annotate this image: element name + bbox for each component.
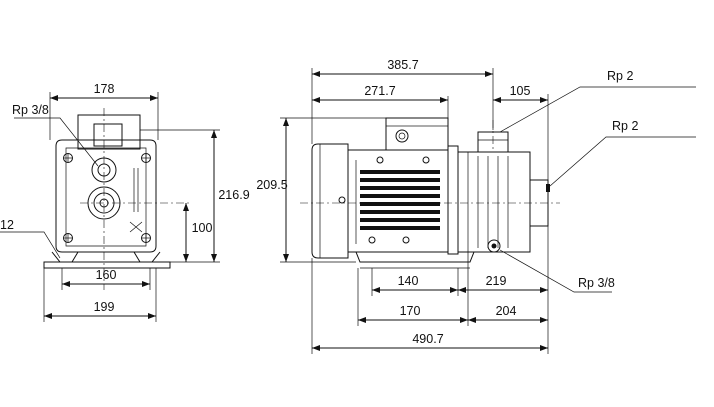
side-terminal-box [77, 114, 141, 150]
dim-label-271-7: 271.7 [364, 84, 395, 98]
dim-label-209-5: 209.5 [256, 178, 287, 192]
front-motor-body [347, 149, 449, 253]
front-outlet-connection-label: Rp 2 [607, 69, 633, 83]
dim-label-199: 199 [94, 300, 115, 314]
front-body-bolts [338, 156, 430, 244]
dim-label-170: 170 [400, 304, 421, 318]
dim-label-100: 100 [192, 221, 213, 235]
side-view [43, 108, 190, 290]
side-foot-left [51, 251, 79, 263]
side-corner-bolts [63, 153, 151, 243]
dim-label-216-9: 216.9 [218, 188, 249, 202]
side-base-plate [43, 261, 171, 269]
side-motor-housing [55, 139, 157, 253]
dim-label-490-7: 490.7 [412, 332, 443, 346]
dim-label-160: 160 [96, 268, 117, 282]
side-brand-mark [129, 168, 143, 233]
side-foot-right [133, 251, 161, 263]
front-view [300, 117, 560, 269]
front-drain-plug [487, 239, 501, 253]
front-drain-connection-label: Rp 3/8 [578, 276, 615, 290]
front-motor-flange [447, 145, 459, 255]
front-inlet-connection-label: Rp 2 [612, 119, 638, 133]
side-motor-face [65, 147, 147, 247]
front-base-foot [355, 251, 475, 263]
dim-label-178: 178 [94, 82, 115, 96]
leader-drain [499, 249, 612, 293]
dim-label-219: 219 [486, 274, 507, 288]
dim-label-105: 105 [510, 84, 531, 98]
dim-label-204: 204 [496, 304, 517, 318]
leader-inlet [549, 136, 696, 187]
side-drain-connection-label: Rp 3/8 [12, 103, 49, 117]
front-dimensions [280, 68, 696, 354]
dim-label-385-7: 385.7 [387, 58, 418, 72]
front-terminal-box [385, 117, 449, 151]
leader-outlet [499, 86, 696, 133]
front-cooling-fins [360, 170, 440, 230]
front-pump-housing [457, 151, 531, 253]
side-terminal-cover [93, 123, 123, 147]
front-cable-gland [395, 129, 409, 143]
side-dimensions [0, 92, 220, 322]
dim-label-140: 140 [398, 274, 419, 288]
dim-label-12: 12 [0, 218, 14, 232]
front-fan-cover [311, 143, 349, 259]
